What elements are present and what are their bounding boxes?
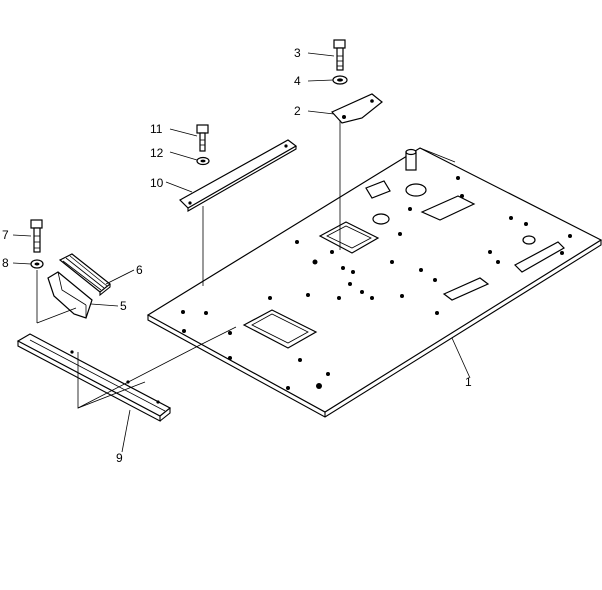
pedal-6 — [58, 253, 111, 297]
callout-4: 4 — [294, 74, 301, 88]
callout-7: 7 — [2, 228, 9, 242]
callout-labels: 1 2 3 4 5 6 7 8 9 10 11 12 — [2, 46, 472, 465]
callout-12: 12 — [150, 146, 164, 160]
plate-bracket — [365, 180, 391, 199]
floor-plate — [146, 147, 602, 418]
leader-line — [36, 307, 77, 324]
bolt-11 — [196, 124, 209, 152]
leader-line — [77, 326, 237, 409]
callout-5: 5 — [120, 299, 127, 313]
washer-4 — [332, 75, 348, 85]
plate-bracket — [442, 277, 490, 301]
plate-holes — [181, 176, 572, 390]
washer-8 — [30, 259, 44, 269]
plate-bracket — [420, 195, 476, 221]
rail-10 — [179, 139, 298, 212]
bolt-7 — [30, 219, 43, 253]
callout-8: 8 — [2, 256, 9, 270]
plate-opening-center — [318, 221, 380, 254]
bar-9 — [16, 333, 172, 422]
callout-10: 10 — [150, 176, 164, 190]
callout-3: 3 — [294, 46, 301, 60]
bolt-3 — [333, 39, 346, 71]
callout-6: 6 — [136, 263, 143, 277]
cover-plate — [331, 93, 383, 124]
callout-11: 11 — [150, 122, 163, 136]
callout-leaders — [12, 52, 471, 453]
washer-12 — [196, 156, 210, 166]
plate-round-opening — [522, 235, 536, 245]
plate-round-opening — [372, 213, 390, 225]
callout-2: 2 — [294, 104, 301, 118]
plate-bracket — [514, 241, 565, 273]
callout-1: 1 — [465, 375, 472, 389]
bracket-5 — [47, 271, 93, 319]
plate-round-opening — [405, 183, 427, 197]
callout-9: 9 — [116, 451, 123, 465]
